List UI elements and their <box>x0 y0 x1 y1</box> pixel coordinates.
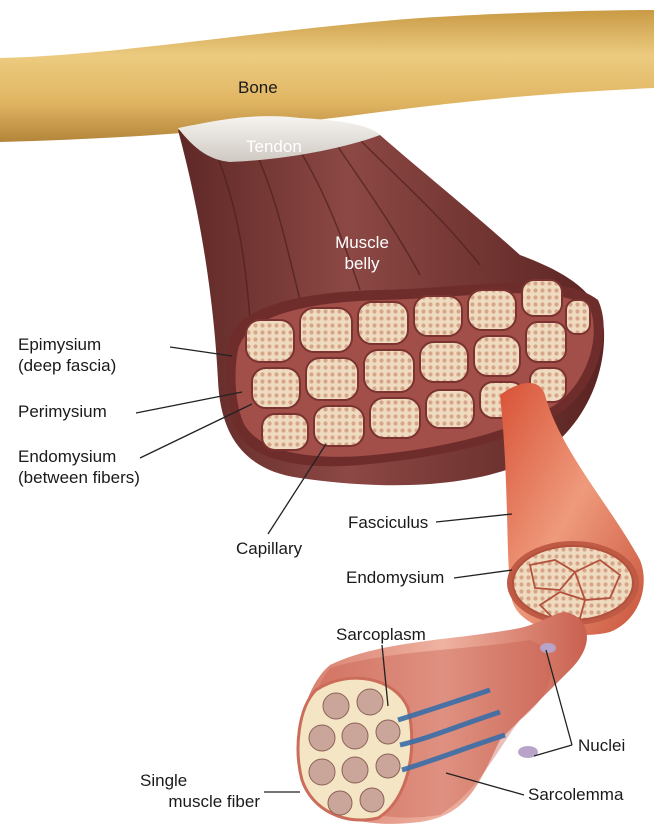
label-epimysium-line2: (deep fascia) <box>18 355 116 376</box>
label-sarcoplasm: Sarcoplasm <box>336 624 426 645</box>
label-endomysium-between: Endomysium (between fibers) <box>18 446 140 488</box>
label-single-fiber-line1: Single <box>140 770 260 791</box>
label-muscle-belly-line1: Muscle <box>322 232 402 253</box>
label-endomysium: Endomysium <box>346 567 444 588</box>
label-muscle-belly: Muscle belly <box>322 232 402 274</box>
label-endomysium-between-line1: Endomysium <box>18 446 140 467</box>
label-nuclei: Nuclei <box>578 735 625 756</box>
label-endomysium-between-line2: (between fibers) <box>18 467 140 488</box>
label-epimysium: Epimysium (deep fascia) <box>18 334 116 376</box>
label-epimysium-line1: Epimysium <box>18 334 116 355</box>
label-single-fiber-line2: muscle fiber <box>140 791 260 812</box>
nucleus-1 <box>540 643 556 653</box>
label-muscle-belly-line2: belly <box>322 253 402 274</box>
label-perimysium: Perimysium <box>18 401 107 422</box>
label-capillary: Capillary <box>236 538 302 559</box>
label-single-fiber: Single muscle fiber <box>140 770 260 812</box>
label-tendon: Tendon <box>246 136 302 157</box>
label-fasciculus: Fasciculus <box>348 512 428 533</box>
label-bone: Bone <box>238 77 278 98</box>
label-sarcolemma: Sarcolemma <box>528 784 623 805</box>
